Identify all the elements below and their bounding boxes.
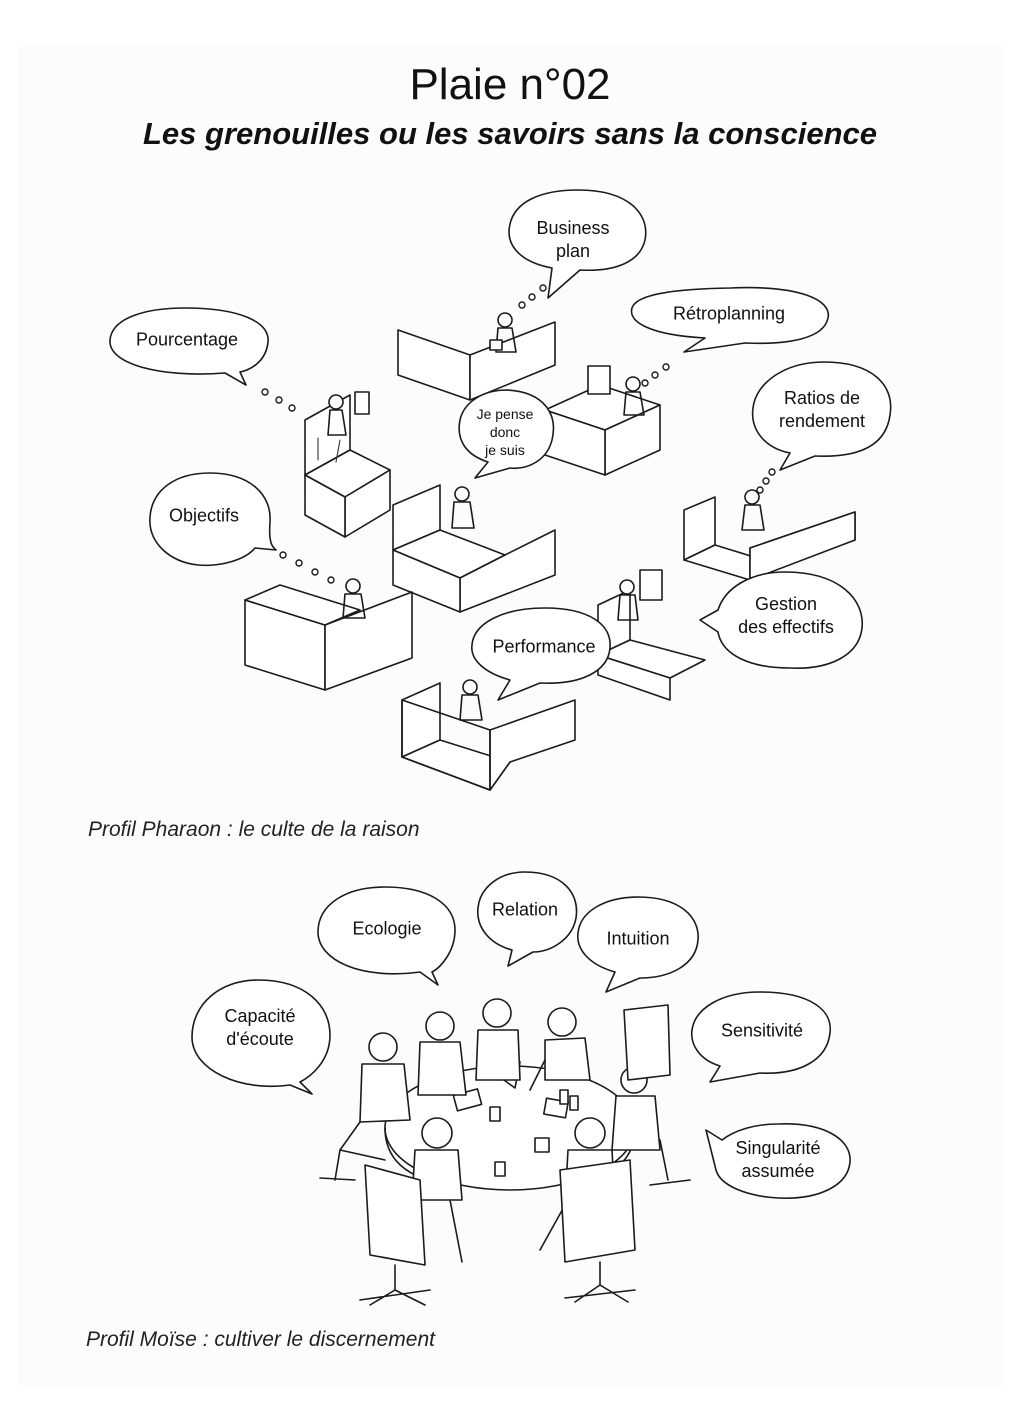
- bubble-gestion-line2: des effectifs: [738, 617, 834, 637]
- bubble-performance: Performance: [492, 636, 596, 657]
- bubble-gestion: Gestion des effectifs: [738, 593, 834, 639]
- bubble-sensitivite: Sensitivité: [720, 1020, 804, 1041]
- bubble-relation: Relation: [491, 899, 559, 920]
- page-subtitle: Les grenouilles ou les savoirs sans la c…: [143, 116, 877, 151]
- cubicle-pourcentage: [304, 391, 391, 538]
- bubble-je-pense-line1: Je pense: [476, 406, 534, 422]
- bubble-business-plan-line1: Business: [536, 218, 610, 238]
- bubbles-bottom: [191, 871, 851, 1199]
- cubicle-gestion: [597, 569, 706, 701]
- bubble-ratios: Ratios de rendement: [779, 387, 865, 433]
- cubicle-performance: [401, 679, 576, 791]
- bubble-singularite: Singularité assumée: [735, 1137, 820, 1183]
- bubble-singularite-line1: Singularité: [735, 1138, 821, 1158]
- bubble-pourcentage: Pourcentage: [135, 329, 239, 350]
- bubble-je-pense: Je pense donc je suis: [477, 405, 534, 459]
- bubble-singularite-line2: assumée: [741, 1161, 815, 1181]
- bubble-intuition: Intuition: [606, 928, 670, 949]
- bubble-business-plan-line2: plan: [555, 241, 591, 261]
- bubble-objectifs: Objectifs: [168, 505, 240, 526]
- bubble-je-pense-line3: je suis: [485, 442, 525, 458]
- cubicle-retroplanning: [544, 365, 661, 476]
- office-cubicles-drawing: [109, 189, 892, 791]
- bubble-retroplanning: Rétroplanning: [672, 303, 786, 324]
- bubble-capacite-line1: Capacité: [224, 1006, 296, 1026]
- bubble-business-plan: Business plan: [536, 217, 609, 263]
- bubbles-top: [109, 189, 892, 701]
- cubicle-ratios: [683, 489, 856, 581]
- bubble-ratios-line2: rendement: [778, 411, 866, 431]
- bubble-capacite: Capacité d'écoute: [224, 1005, 295, 1051]
- thought-dots-top: [261, 284, 776, 584]
- cubicle-center: [392, 484, 556, 613]
- bubble-je-pense-line2: donc: [489, 424, 521, 440]
- bubble-gestion-line1: Gestion: [754, 594, 818, 614]
- cubicle-business-plan: [397, 312, 556, 401]
- meeting-chairs: [319, 1139, 691, 1306]
- bubble-ratios-line1: Ratios de: [783, 388, 861, 408]
- page-title: Plaie n°02: [409, 60, 611, 109]
- cubicle-objectifs: [244, 578, 413, 691]
- meeting-table-drawing: [191, 871, 851, 1306]
- caption-moise: Profil Moïse : cultiver le discernement: [86, 1328, 435, 1351]
- bubble-capacite-line2: d'écoute: [226, 1029, 294, 1049]
- bubble-ecologie: Ecologie: [352, 918, 422, 939]
- meeting-people: [339, 998, 671, 1263]
- caption-pharaon: Profil Pharaon : le culte de la raison: [88, 818, 420, 841]
